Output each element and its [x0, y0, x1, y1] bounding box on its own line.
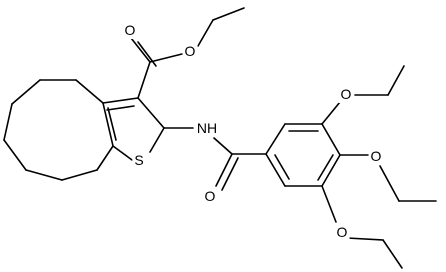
bond — [137, 97, 165, 129]
bond — [321, 101, 341, 125]
bond — [3, 103, 13, 141]
bond — [265, 153, 286, 187]
bond — [61, 169, 98, 181]
bond — [379, 165, 400, 202]
bond — [382, 239, 403, 269]
atom-label-ethoxy-o-middle: O — [371, 148, 382, 164]
bond — [137, 61, 151, 99]
bond — [274, 154, 290, 180]
bond-lines — [3, 7, 437, 269]
atom-label-background — [132, 151, 146, 169]
bond — [213, 137, 233, 155]
atom-label-background — [368, 147, 384, 165]
atom-label-background — [334, 223, 350, 241]
atom-label-thiophene-s: S — [134, 152, 143, 168]
bond — [387, 65, 405, 96]
atom-label-background — [194, 119, 220, 137]
bond — [212, 7, 245, 21]
atom-label-ethoxy-o-bottom: O — [337, 224, 348, 240]
bond — [106, 105, 135, 111]
atom-label-background — [122, 21, 138, 39]
bond — [215, 153, 233, 187]
bond — [3, 139, 27, 171]
bond — [96, 145, 114, 171]
bond — [149, 53, 183, 63]
bond — [102, 102, 114, 147]
atom-label-amide-o: O — [205, 188, 216, 204]
bond — [25, 169, 63, 181]
bond — [321, 154, 341, 187]
bond — [137, 41, 157, 67]
bond — [221, 157, 239, 191]
atom-label-carbonyl-o: O — [125, 22, 136, 38]
bond — [75, 79, 104, 104]
atom-label-background — [202, 187, 218, 205]
bond — [130, 37, 151, 63]
bond — [149, 127, 165, 153]
bond — [197, 19, 214, 47]
bond — [321, 123, 341, 156]
bond — [11, 79, 41, 105]
atom-label-nh: NH — [197, 120, 217, 136]
atom-labels: O O NH S O O O O — [122, 21, 384, 241]
bond — [321, 185, 337, 223]
bond — [317, 154, 334, 181]
bond — [346, 237, 384, 241]
atom-label-ester-o: O — [185, 43, 196, 59]
atom-label-ethoxy-o-top: O — [341, 86, 352, 102]
bond — [102, 97, 139, 104]
bond — [265, 123, 286, 155]
bond — [107, 107, 117, 141]
atom-label-background — [338, 85, 354, 103]
bond — [112, 145, 133, 161]
atom-label-background — [182, 42, 198, 60]
